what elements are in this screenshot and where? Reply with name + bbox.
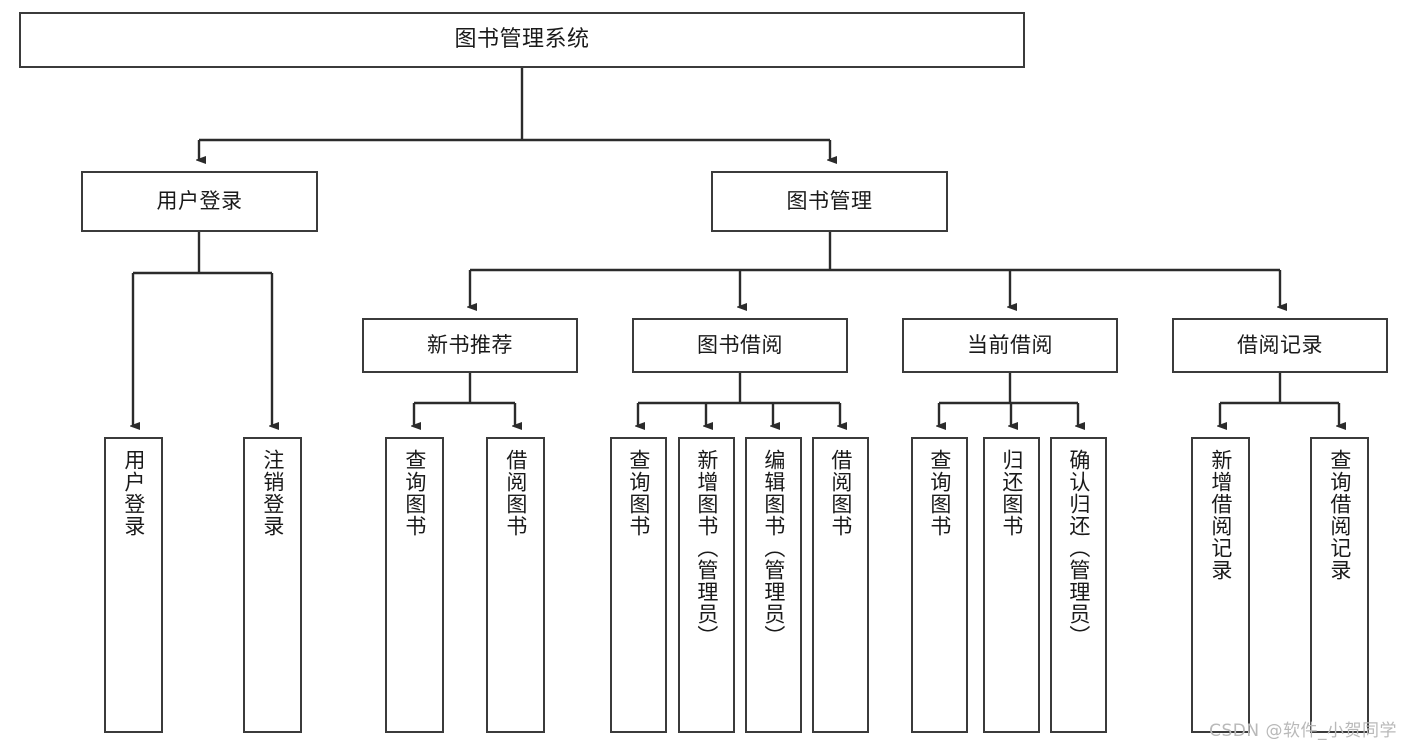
node-leaf-borrow-book-2[interactable]: 借阅图书	[812, 437, 869, 733]
node-leaf-borrow-book-2-label: 借阅图书	[828, 449, 853, 537]
node-leaf-add-record-label: 新增借阅记录	[1208, 449, 1233, 581]
node-leaf-query-book-3[interactable]: 查询图书	[911, 437, 968, 733]
node-new-book-recommend[interactable]: 新书推荐	[362, 318, 578, 373]
node-leaf-query-book-1-label: 查询图书	[402, 449, 427, 537]
node-leaf-query-record[interactable]: 查询借阅记录	[1310, 437, 1369, 733]
node-leaf-add-book[interactable]: 新增图书（管理员）	[678, 437, 735, 733]
node-borrow-record-label: 借阅记录	[1237, 333, 1323, 358]
node-new-book-recommend-label: 新书推荐	[427, 333, 513, 358]
node-book-borrow[interactable]: 图书借阅	[632, 318, 848, 373]
node-user-login[interactable]: 用户登录	[81, 171, 318, 232]
node-user-login-label: 用户登录	[156, 189, 243, 214]
node-leaf-query-record-label: 查询借阅记录	[1327, 449, 1352, 581]
node-leaf-return-book[interactable]: 归还图书	[983, 437, 1040, 733]
node-root[interactable]: 图书管理系统	[19, 12, 1025, 68]
node-leaf-logout-label: 注销登录	[260, 449, 285, 537]
node-borrow-record[interactable]: 借阅记录	[1172, 318, 1388, 373]
node-book-manage[interactable]: 图书管理	[711, 171, 948, 232]
node-leaf-borrow-book-1-label: 借阅图书	[503, 449, 528, 537]
node-leaf-borrow-book-1[interactable]: 借阅图书	[486, 437, 545, 733]
node-leaf-return-book-label: 归还图书	[999, 449, 1024, 537]
node-leaf-query-book-1[interactable]: 查询图书	[385, 437, 444, 733]
node-leaf-query-book-2[interactable]: 查询图书	[610, 437, 667, 733]
node-leaf-add-book-label: 新增图书（管理员）	[694, 449, 719, 647]
node-root-label: 图书管理系统	[454, 27, 590, 53]
node-leaf-user-login-label: 用户登录	[121, 449, 146, 537]
node-current-borrow-label: 当前借阅	[967, 333, 1053, 358]
node-leaf-confirm-return[interactable]: 确认归还（管理员）	[1050, 437, 1107, 733]
node-leaf-edit-book-label: 编辑图书（管理员）	[761, 449, 786, 647]
node-leaf-edit-book[interactable]: 编辑图书（管理员）	[745, 437, 802, 733]
node-book-borrow-label: 图书借阅	[697, 333, 783, 358]
node-leaf-logout[interactable]: 注销登录	[243, 437, 302, 733]
node-leaf-confirm-return-label: 确认归还（管理员）	[1066, 449, 1091, 647]
node-book-manage-label: 图书管理	[786, 189, 873, 214]
node-leaf-query-book-2-label: 查询图书	[626, 449, 651, 537]
node-leaf-user-login[interactable]: 用户登录	[104, 437, 163, 733]
watermark: CSDN @软件_小贺同学	[1209, 721, 1397, 741]
node-current-borrow[interactable]: 当前借阅	[902, 318, 1118, 373]
node-leaf-query-book-3-label: 查询图书	[927, 449, 952, 537]
node-leaf-add-record[interactable]: 新增借阅记录	[1191, 437, 1250, 733]
